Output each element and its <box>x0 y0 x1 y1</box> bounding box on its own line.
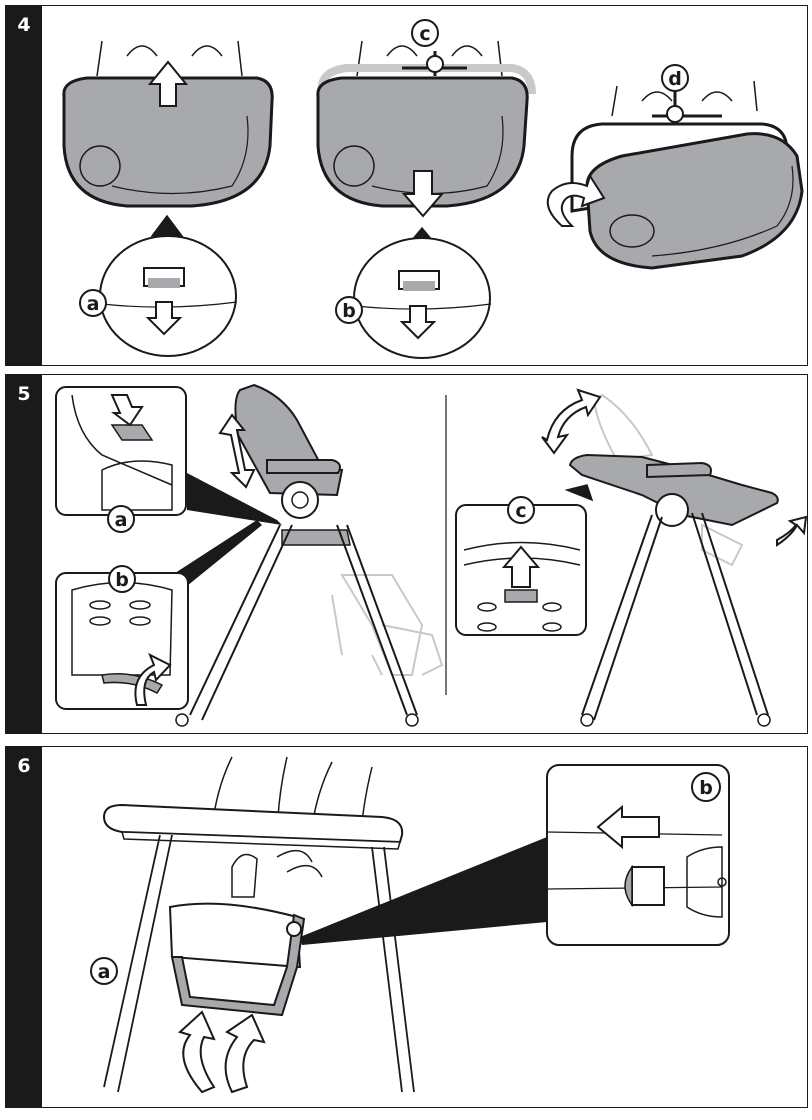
chair-outline <box>96 40 243 77</box>
step-number-bar: 4 <box>6 6 42 365</box>
double-arrow-curved-icon <box>776 515 807 547</box>
svg-text:c: c <box>515 500 526 522</box>
tilted-seat <box>568 453 779 527</box>
callout-b: b <box>108 565 136 593</box>
svg-text:a: a <box>87 293 100 315</box>
svg-text:b: b <box>115 569 129 591</box>
step-5-illustration: a b c <box>55 383 807 727</box>
armrest <box>266 459 341 474</box>
ghost-chair <box>331 574 444 676</box>
double-curved-arrow-up-icon <box>178 1010 216 1094</box>
right-frame <box>371 846 415 1093</box>
step-4-panel: 4 <box>5 5 808 366</box>
svg-text:c: c <box>419 23 430 45</box>
step-5-panel: 5 <box>5 374 808 734</box>
rotate-arrow-icon <box>546 173 606 227</box>
inset-b <box>55 572 189 710</box>
step-number: 5 <box>17 383 31 405</box>
callout-a: a <box>79 289 107 317</box>
callout-d: d <box>661 64 689 92</box>
step-number-bar: 5 <box>6 375 42 733</box>
zoom-detail-a <box>99 235 237 357</box>
step-number: 6 <box>17 755 31 777</box>
step-number: 4 <box>17 14 31 36</box>
callout-a: a <box>90 957 118 985</box>
step-6-illustration: a b <box>90 756 730 1094</box>
step-4-illustration: a b c d <box>62 19 804 359</box>
arrow-up-icon <box>147 60 189 107</box>
callout-c: c <box>507 496 535 524</box>
svg-text:b: b <box>342 300 356 322</box>
svg-text:d: d <box>668 68 682 90</box>
callout-c: c <box>411 19 439 47</box>
rotate-arrow-icon <box>134 652 172 706</box>
step-6-panel: 6 <box>5 746 808 1108</box>
double-arrow-vertical-icon <box>218 413 256 489</box>
svg-text:a: a <box>98 961 111 983</box>
svg-text:b: b <box>699 777 713 799</box>
rear-leg <box>336 524 418 716</box>
arrow-down-icon <box>145 301 183 336</box>
callout-a: a <box>107 505 135 533</box>
arrow-left-icon <box>596 804 660 850</box>
arrow-up-icon <box>501 545 541 588</box>
chair-seat-back <box>234 383 344 497</box>
left-frame <box>103 834 173 1093</box>
zoom-pointer <box>150 214 184 237</box>
footrest-bar <box>170 913 306 1017</box>
tray <box>102 803 404 844</box>
cup-holder <box>79 145 121 187</box>
svg-text:a: a <box>115 509 128 531</box>
callout-b: b <box>335 296 363 324</box>
curved-double-arrow-icon <box>541 388 602 455</box>
callout-b: b <box>691 772 721 802</box>
zoom-detail-b <box>353 237 491 359</box>
front-leg <box>189 524 293 721</box>
inset-b <box>546 764 730 946</box>
step-number-bar: 6 <box>6 747 42 1107</box>
